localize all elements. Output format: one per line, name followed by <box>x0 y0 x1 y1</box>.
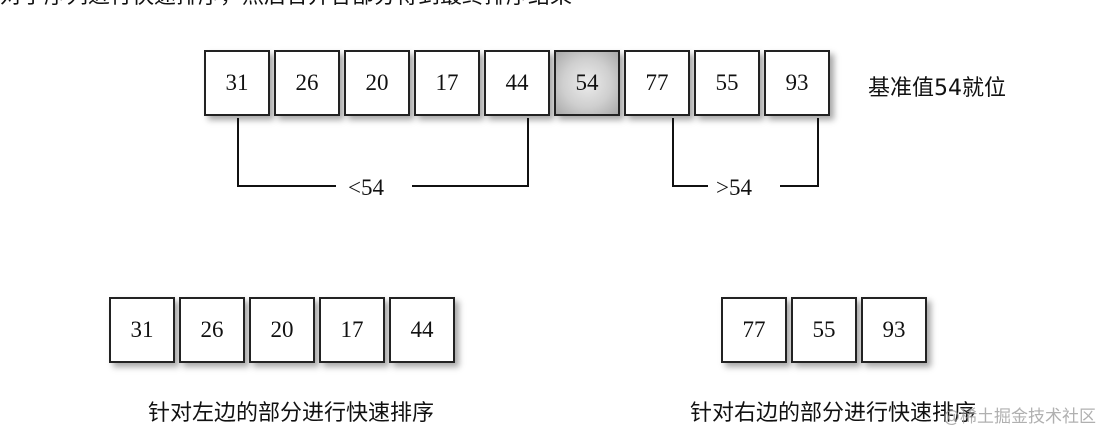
array-cell: 77 <box>721 297 787 363</box>
array-cell: 31 <box>109 297 175 363</box>
pivot-label: 基准值54就位 <box>868 76 1006 101</box>
right-part-row: 77 55 93 <box>721 297 931 363</box>
watermark-text: @稀土掘金技术社区 <box>943 407 1096 427</box>
greater-than-label: >54 <box>716 175 752 200</box>
array-cell: 93 <box>861 297 927 363</box>
left-bracket-line <box>237 118 529 187</box>
array-cell: 44 <box>389 297 455 363</box>
array-cell: 93 <box>764 50 830 116</box>
array-cell: 44 <box>484 50 550 116</box>
main-array-row: 31 26 20 17 44 54 77 55 93 <box>204 50 834 116</box>
right-bracket-line <box>672 118 819 187</box>
array-cell: 17 <box>319 297 385 363</box>
array-cell: 20 <box>249 297 315 363</box>
pivot-cell: 54 <box>554 50 620 116</box>
right-part-caption: 针对右边的部分进行快速排序 <box>690 401 977 426</box>
array-cell: 31 <box>204 50 270 116</box>
array-cell: 55 <box>694 50 760 116</box>
array-cell: 17 <box>414 50 480 116</box>
left-part-row: 31 26 20 17 44 <box>109 297 459 363</box>
top-clipped-text: 对子序列进行快速排序，然后合并各部分得到最终排序结果 <box>0 0 640 8</box>
left-part-caption: 针对左边的部分进行快速排序 <box>148 401 435 426</box>
array-cell: 26 <box>274 50 340 116</box>
array-cell: 20 <box>344 50 410 116</box>
array-cell: 77 <box>624 50 690 116</box>
array-cell: 55 <box>791 297 857 363</box>
less-than-label: <54 <box>348 175 384 200</box>
array-cell: 26 <box>179 297 245 363</box>
